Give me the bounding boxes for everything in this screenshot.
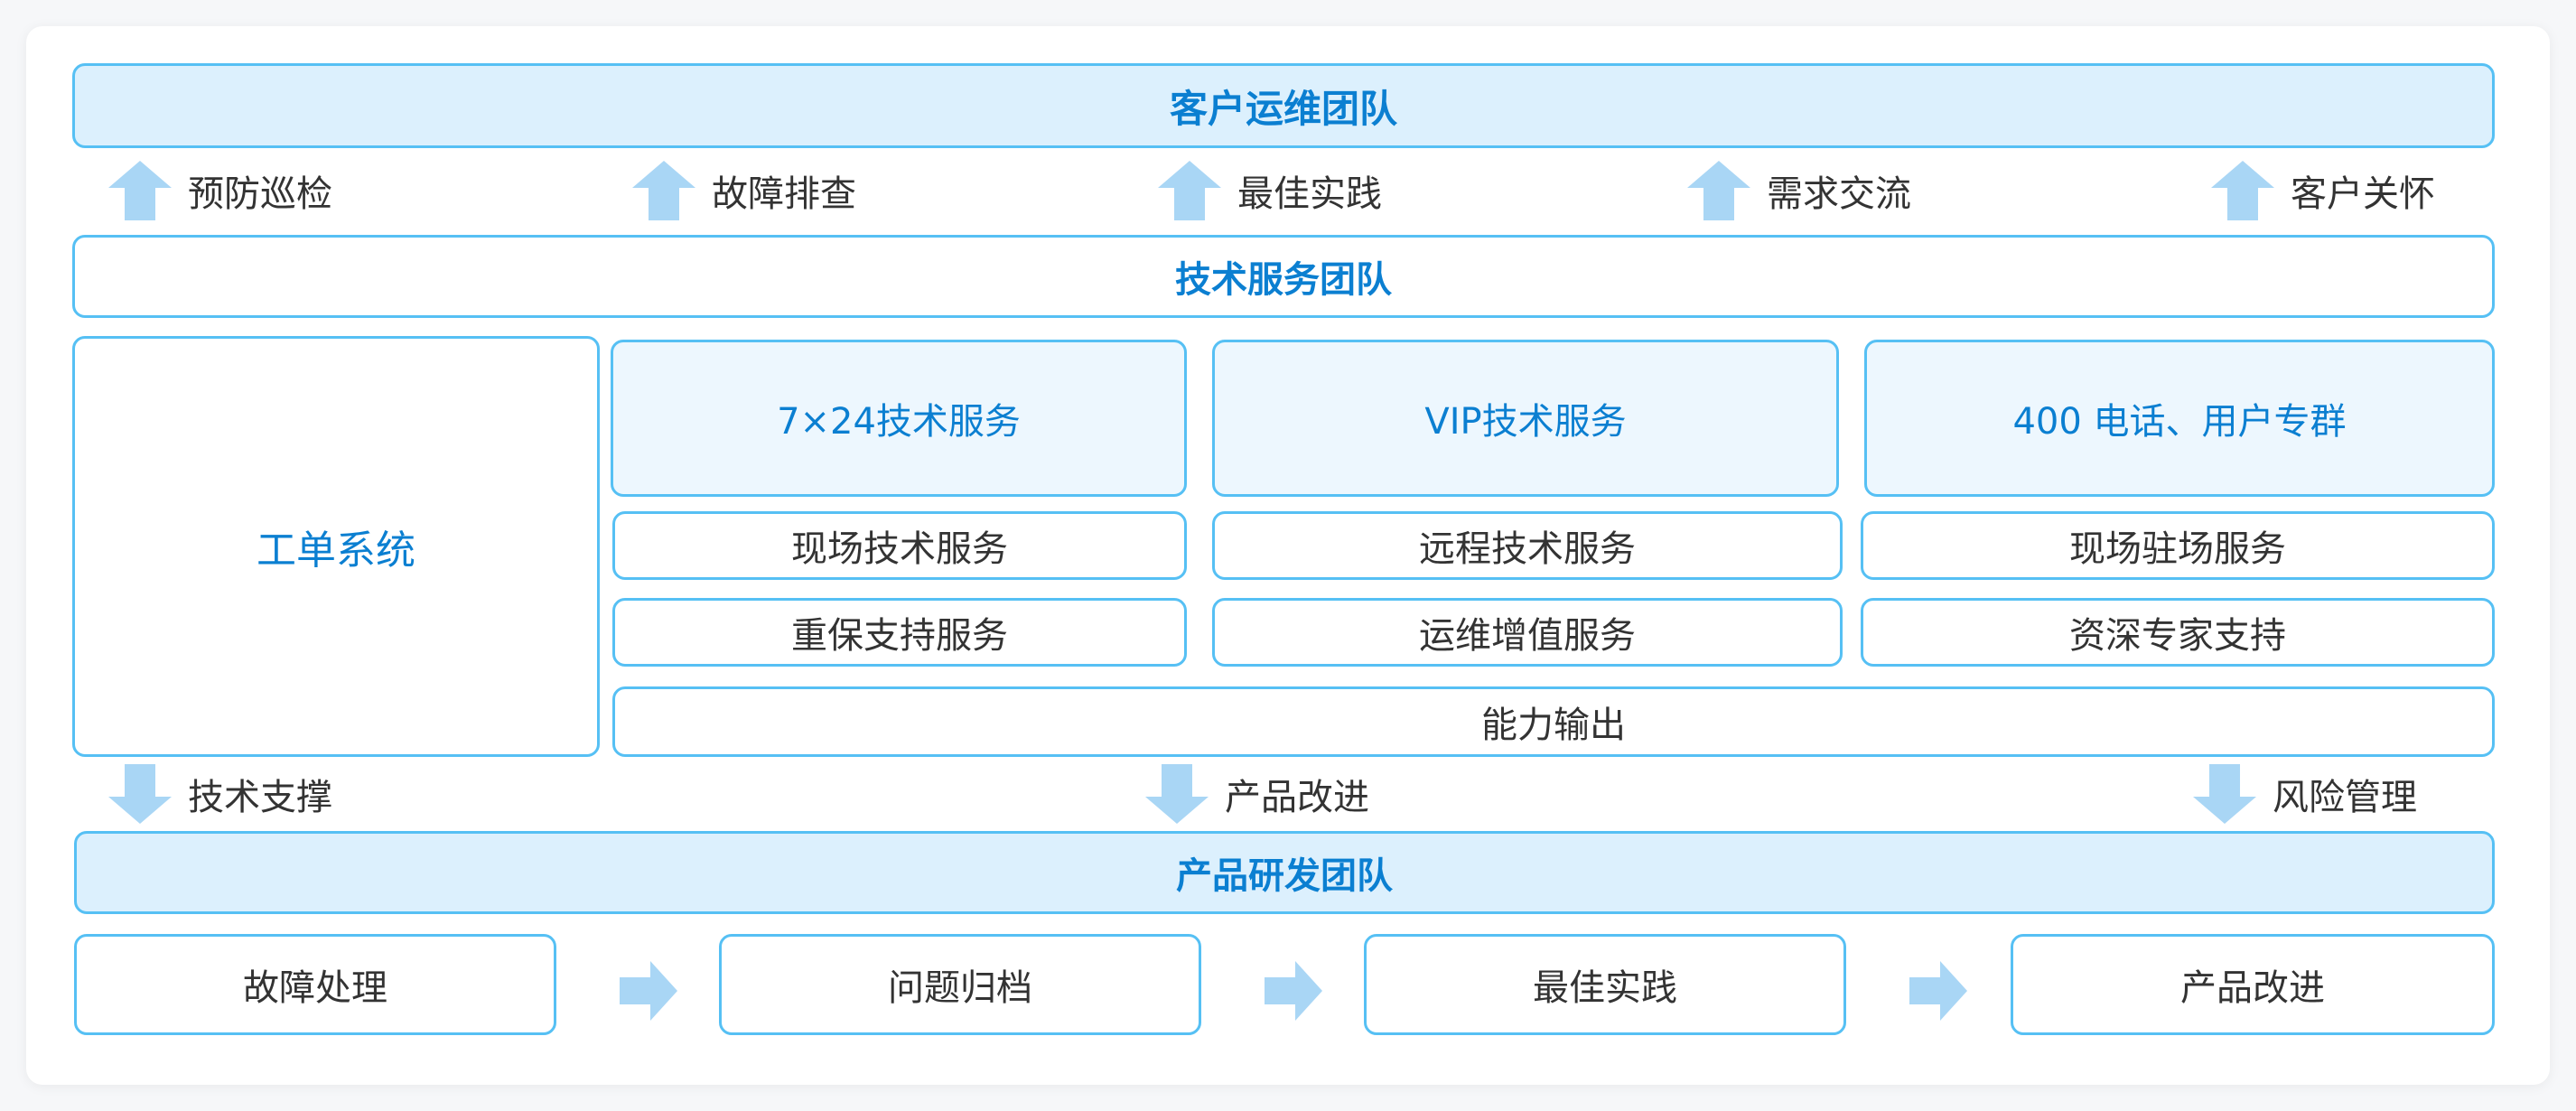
up-arrow-label: 故障排查 — [712, 173, 856, 215]
arrow-down-icon — [108, 764, 172, 824]
up-arrow-label: 需求交流 — [1767, 173, 1911, 215]
ticket-system-box: 工单系统 — [72, 336, 600, 757]
up-arrow-item-5: 客户关怀 — [2211, 161, 2435, 220]
service-item: 运维增值服务 — [1212, 598, 1843, 667]
service-item: 远程技术服务 — [1212, 511, 1843, 580]
service-header-2: VIP技术服务 — [1212, 340, 1839, 497]
down-arrow-item-3: 风险管理 — [2193, 764, 2417, 824]
arrow-right-icon — [1909, 961, 1967, 1021]
up-arrow-item-1: 预防巡检 — [108, 161, 332, 220]
arrow-up-icon — [108, 161, 172, 220]
service-item: 现场驻场服务 — [1861, 511, 2495, 580]
service-header-1: 7×24技术服务 — [611, 340, 1187, 497]
up-arrow-label: 客户关怀 — [2291, 173, 2435, 215]
down-arrow-item-2: 产品改进 — [1145, 764, 1369, 824]
down-arrow-item-1: 技术支撑 — [108, 764, 332, 824]
arrow-up-icon — [2211, 161, 2274, 220]
down-arrow-label: 风险管理 — [2273, 777, 2417, 818]
arrow-up-icon — [632, 161, 695, 220]
service-item: 现场技术服务 — [612, 511, 1187, 580]
up-arrow-item-3: 最佳实践 — [1158, 161, 1382, 220]
flow-step-4: 产品改进 — [2011, 934, 2495, 1035]
up-arrow-label: 预防巡检 — [188, 173, 332, 215]
customer-team-band: 客户运维团队 — [72, 63, 2495, 148]
arrow-down-icon — [1145, 764, 1209, 824]
arrow-down-icon — [2193, 764, 2256, 824]
service-item: 重保支持服务 — [612, 598, 1187, 667]
down-arrow-label: 技术支撑 — [188, 777, 332, 818]
capability-output-box: 能力输出 — [612, 686, 2495, 757]
tech-team-band: 技术服务团队 — [72, 235, 2495, 318]
flow-step-2: 问题归档 — [719, 934, 1201, 1035]
rd-team-band: 产品研发团队 — [74, 831, 2495, 914]
service-item: 资深专家支持 — [1861, 598, 2495, 667]
arrow-up-icon — [1158, 161, 1221, 220]
arrow-right-icon — [620, 961, 677, 1021]
service-header-3: 400 电话、用户专群 — [1864, 340, 2495, 497]
up-arrow-item-4: 需求交流 — [1687, 161, 1911, 220]
arrow-up-icon — [1687, 161, 1750, 220]
down-arrow-label: 产品改进 — [1225, 777, 1369, 818]
arrow-right-icon — [1265, 961, 1322, 1021]
up-arrow-item-2: 故障排查 — [632, 161, 856, 220]
up-arrow-label: 最佳实践 — [1237, 173, 1382, 215]
flow-step-1: 故障处理 — [74, 934, 556, 1035]
flow-step-3: 最佳实践 — [1364, 934, 1846, 1035]
